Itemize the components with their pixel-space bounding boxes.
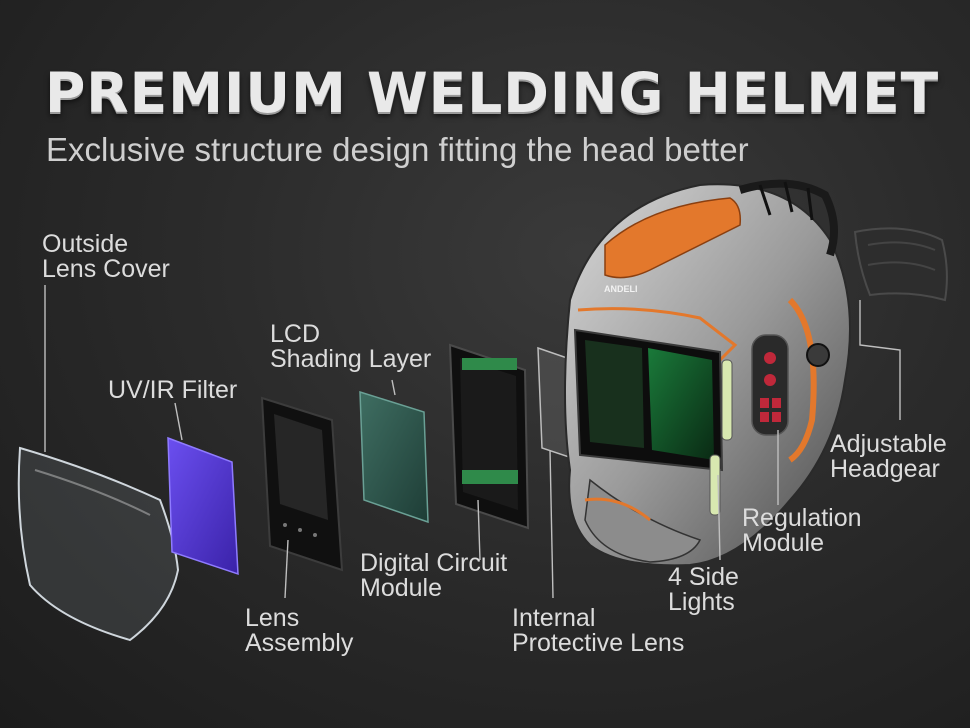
uv-ir-filter-part <box>167 436 239 576</box>
leader-lcd-shading-layer <box>391 379 396 396</box>
leader-lens-assembly <box>284 539 289 599</box>
leader-uv-ir-filter <box>174 402 183 441</box>
brand-mark: ANDELI <box>604 284 638 294</box>
lcd-shading-layer-part <box>359 390 429 524</box>
leader-lines <box>44 285 901 599</box>
leader-internal-protective-lens <box>549 449 554 599</box>
lens-assembly-part <box>260 396 344 572</box>
label-uv-ir-filter: UV/IR Filter <box>108 376 238 404</box>
leader-adjustable-headgear <box>859 300 901 420</box>
helmet-shell: ANDELI <box>564 183 851 567</box>
outside-lens-cover-part <box>17 446 180 642</box>
leader-four-side-lights <box>717 474 721 561</box>
digital-circuit-module-part <box>448 343 530 530</box>
page-title: PREMIUM WELDING HELMET <box>45 61 940 125</box>
adjustable-headgear-part <box>853 227 948 302</box>
page-subtitle: Exclusive structure design fitting the h… <box>46 131 749 168</box>
leader-digital-circuit-module <box>477 499 481 561</box>
headgear-frame <box>738 179 838 257</box>
